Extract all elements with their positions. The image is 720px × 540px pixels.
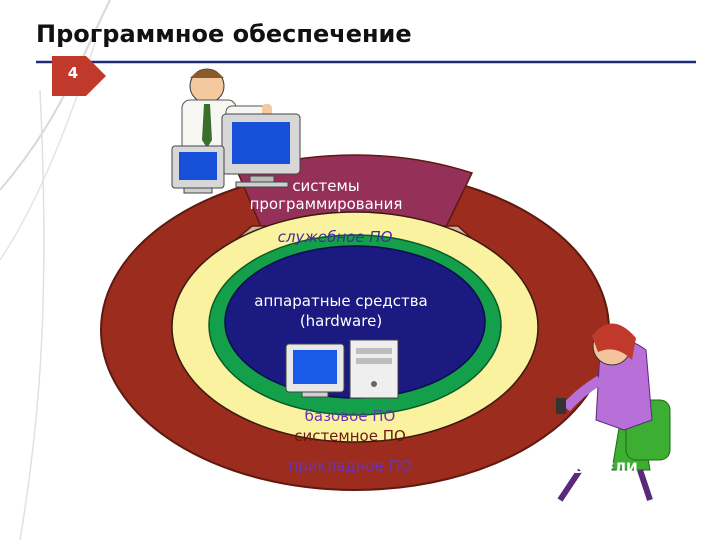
basic-software-label: базовое ПО bbox=[304, 407, 396, 425]
page-title: Программное обеспечение bbox=[36, 20, 412, 48]
page-number: 4 bbox=[67, 64, 79, 82]
swoosh-line bbox=[19, 89, 45, 540]
users-label: ПОЛЬЗОВАТЕЛИ bbox=[506, 461, 638, 477]
service-software-label: служебное ПО bbox=[277, 228, 393, 246]
system-software-label: системное ПО bbox=[294, 427, 406, 445]
page-number-tab bbox=[52, 56, 106, 96]
programming-systems-label: системы программирования bbox=[249, 177, 403, 213]
hardware-label: аппаратные средства (hardware) bbox=[254, 292, 428, 330]
application-software-label: прикладное ПО bbox=[288, 457, 412, 475]
programmers-label: ПРОГРАММИСТЫ bbox=[312, 111, 434, 127]
